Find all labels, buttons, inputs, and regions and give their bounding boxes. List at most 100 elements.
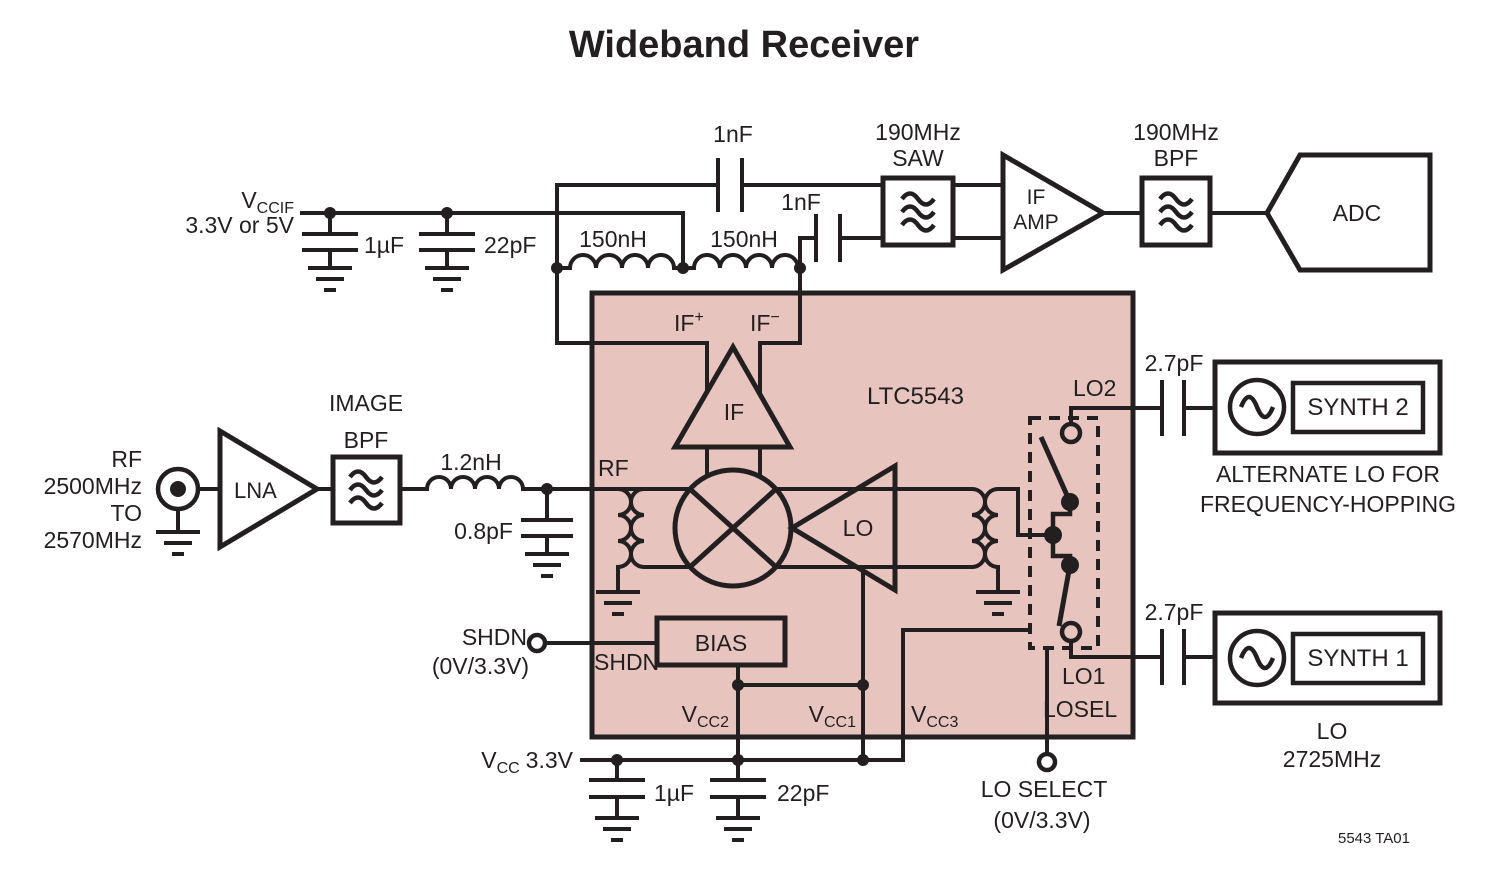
shdn-control-label-1: SHDN xyxy=(462,624,527,650)
synth1-label: SYNTH 1 xyxy=(1307,645,1408,672)
bias-label: BIAS xyxy=(695,630,747,656)
vccif-voltage-label: 3.3V or 5V xyxy=(185,212,294,238)
cap-2p7pF-lo2-label: 2.7pF xyxy=(1145,350,1204,376)
junction-dot xyxy=(551,262,563,274)
shdn-terminal xyxy=(526,632,548,654)
wire-power xyxy=(545,567,1049,762)
rf-input-label-2: 2500MHz xyxy=(44,473,142,499)
image-bpf-label-2: BPF xyxy=(344,427,389,453)
junction-dot xyxy=(324,207,336,219)
bias-block xyxy=(654,615,788,668)
switch-lever-lo1 xyxy=(1056,564,1073,627)
chip-lo-amp-label: LO xyxy=(843,515,874,541)
ground-icon xyxy=(595,816,639,842)
junction-dot xyxy=(441,207,453,219)
ground-icon xyxy=(425,266,469,292)
synth1-inner-box xyxy=(1290,631,1426,686)
capacitor-1uF-top-icon xyxy=(302,213,358,266)
switch-lever-lo2 xyxy=(1038,435,1073,504)
rf-input-label-4: 2570MHz xyxy=(44,527,142,553)
capacitor-22pF-top-icon xyxy=(419,213,475,266)
inductor-150nH-1-icon xyxy=(557,253,683,270)
synth1-block xyxy=(1212,610,1443,706)
chip-lo-amp-triangle xyxy=(787,461,898,595)
junction-dot xyxy=(794,262,806,274)
synth2-note-2: FREQUENCY-HOPPING xyxy=(1200,491,1456,517)
sine-wave-icon xyxy=(1238,645,1276,671)
cap-22pF-bottom-label: 22pF xyxy=(777,780,829,806)
chip-vcc1-pin-label: VCC1 xyxy=(809,701,856,731)
oscillator-icon xyxy=(1227,377,1287,437)
ground-icon xyxy=(525,552,569,578)
lo-balun-secondary-icon xyxy=(983,487,1053,592)
ind-150nH-1-label: 150nH xyxy=(579,226,647,252)
page-title: Wideband Receiver xyxy=(569,24,919,66)
junction-dot xyxy=(677,262,689,274)
capacitor-2p7pF-lo2-icon xyxy=(1160,380,1186,436)
vccif-label: VCCIF xyxy=(241,187,294,217)
chip-shdn-pin-label: SHDN xyxy=(594,649,659,675)
if-amp-label-1: IF xyxy=(1027,186,1046,209)
lo-select-label-1: LO SELECT xyxy=(981,776,1108,802)
saw-label: SAW xyxy=(892,145,944,171)
rf-input-label-1: RF xyxy=(111,446,142,472)
junction-dots xyxy=(324,207,869,766)
lo-select-label-2: (0V/3.3V) xyxy=(993,807,1090,833)
junction-dot xyxy=(611,754,623,766)
rf-input-connector xyxy=(155,466,201,512)
lna-label: LNA xyxy=(234,478,277,503)
junction-dot xyxy=(541,483,553,495)
wire-if-top-loop xyxy=(555,183,1267,343)
ground-icon xyxy=(716,816,760,842)
grounds xyxy=(156,266,1020,842)
synth1-outer-box xyxy=(1212,610,1443,706)
rf-balun-secondary-icon xyxy=(629,487,690,569)
capacitors xyxy=(302,158,1186,816)
if-amp-label-2: AMP xyxy=(1013,211,1059,234)
saw-freq-label: 190MHz xyxy=(875,119,961,145)
wire-vccif-rail xyxy=(300,211,685,268)
junction-dot xyxy=(732,679,744,691)
bpf-label: BPF xyxy=(1154,145,1199,171)
capacitor-22pF-bottom-icon xyxy=(710,760,766,816)
chip-if-amp-triangle xyxy=(670,341,795,450)
ground-icon xyxy=(976,590,1020,616)
chip-lo2-pin-label: LO2 xyxy=(1073,375,1116,401)
ind-150nH-2-label: 150nH xyxy=(710,226,778,252)
filter-wave-icon xyxy=(1158,191,1194,233)
wire-rf-inductor xyxy=(400,475,690,491)
rf-input-label-3: TO xyxy=(110,500,142,526)
switch-contact-lo2 xyxy=(1059,421,1083,445)
mixer-x-icon xyxy=(688,487,778,569)
image-bpf-label-1: IMAGE xyxy=(329,390,403,416)
switch-pivot-dot xyxy=(1061,493,1079,511)
junction-dot xyxy=(732,754,744,766)
chip-if-amp-label: IF xyxy=(724,399,744,425)
synth1-note-1: LO xyxy=(1317,718,1348,744)
switch-contact-lo1 xyxy=(1059,620,1083,644)
filter-wave-icon xyxy=(900,191,936,233)
lna-triangle xyxy=(217,426,322,552)
ground-icon xyxy=(596,590,640,616)
synth2-outer-box xyxy=(1212,359,1443,456)
ground-icon xyxy=(156,530,200,556)
sine-wave-icon xyxy=(1238,394,1276,420)
capacitor-2p7pF-lo1-icon xyxy=(1160,629,1186,685)
chip-losel-pin-label: LOSEL xyxy=(1043,696,1117,722)
capacitor-1nF-series-top-icon xyxy=(716,158,744,212)
adc-label: ADC xyxy=(1333,200,1382,226)
synth1-note-2: 2725MHz xyxy=(1283,746,1381,772)
switch-pivot-dot xyxy=(1044,526,1062,544)
cap-2p7pF-lo1-label: 2.7pF xyxy=(1145,599,1204,625)
synth2-inner-box xyxy=(1290,380,1426,435)
junction-dot xyxy=(857,754,869,766)
lo-select-switch xyxy=(1028,416,1100,650)
capacitor-1nF-series-mid-icon xyxy=(814,214,842,262)
ind-1p2nH-label: 1.2nH xyxy=(440,449,501,475)
inductor-150nH-2-icon xyxy=(683,253,800,270)
filter-wave-icon xyxy=(348,469,384,511)
oscillator-icon xyxy=(1227,628,1287,688)
figure-note: 5543 TA01 xyxy=(1338,830,1410,847)
capacitor-0p8pF-icon xyxy=(521,489,573,552)
